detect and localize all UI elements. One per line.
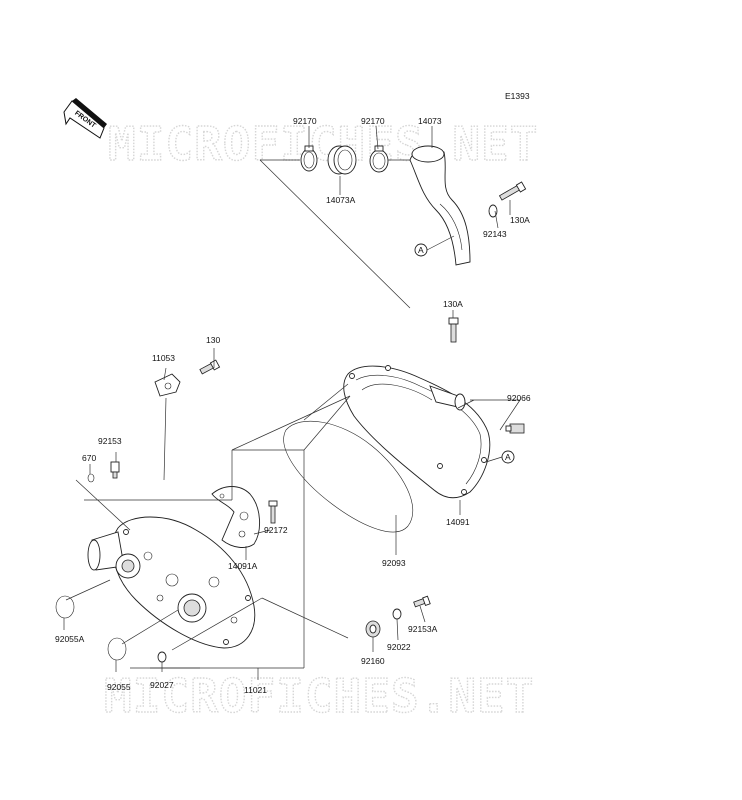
label-92022: 92022 — [387, 642, 411, 652]
label-92066: 92066 — [507, 393, 531, 403]
label-14073: 14073 — [418, 116, 442, 126]
gasket-92093 — [283, 420, 413, 533]
label-92170-right: 92170 — [361, 116, 385, 126]
watermark-top: MICROFICHES.NET — [108, 117, 538, 171]
label-92027: 92027 — [150, 680, 174, 690]
label-130a-top: 130A — [510, 215, 530, 225]
bolt-92172 — [268, 500, 278, 524]
bolt-130 — [199, 359, 221, 375]
label-14073a: 14073A — [326, 195, 356, 205]
label-14091a: 14091A — [228, 561, 258, 571]
label-92170-left: 92170 — [293, 116, 317, 126]
label-14091: 14091 — [446, 517, 470, 527]
plate-14091a — [211, 486, 260, 548]
label-11021: 11021 — [244, 685, 267, 695]
plug-92066 — [505, 423, 525, 434]
washer-92027 — [157, 651, 167, 663]
front-arrow-icon: FRONT — [63, 98, 107, 139]
duct-14073 — [409, 145, 471, 266]
bracket-11053 — [154, 373, 181, 397]
label-130: 130 — [206, 335, 220, 345]
bolt-92153a — [413, 595, 431, 608]
sleeve-14073a — [327, 145, 357, 175]
washer-92143 — [488, 204, 498, 218]
label-92055a: 92055A — [55, 634, 85, 644]
outer-cover-14091 — [343, 365, 491, 499]
oring-670 — [87, 473, 95, 483]
label-130a-mid: 130A — [443, 299, 463, 309]
label-92055: 92055 — [107, 682, 131, 692]
label-92153a: 92153A — [408, 624, 438, 634]
bolt-92153 — [110, 461, 120, 479]
label-670: 670 — [82, 453, 96, 463]
ref-marker-a-top: A — [414, 235, 455, 257]
oring-92055 — [107, 637, 127, 661]
bolt-130a-top — [498, 181, 527, 201]
intake-tube-92066 — [429, 385, 466, 411]
diagram-code: E1393 — [505, 91, 530, 101]
watermark-bottom: MICROFICHES.NET — [104, 669, 534, 723]
label-92143: 92143 — [483, 229, 507, 239]
svg-text:A: A — [418, 245, 424, 255]
washer-92022 — [392, 608, 402, 620]
oring-92055a — [55, 595, 75, 619]
inner-cover-11021 — [87, 516, 256, 649]
svg-text:A: A — [505, 452, 511, 462]
label-11053: 11053 — [152, 353, 175, 363]
clamp-92170-right — [369, 145, 389, 173]
ref-marker-a-right: A — [485, 450, 515, 464]
label-92093: 92093 — [382, 558, 406, 568]
label-92153: 92153 — [98, 436, 122, 446]
bolt-130a-mid — [448, 310, 459, 343]
label-92160: 92160 — [361, 656, 385, 666]
label-92172: 92172 — [264, 525, 288, 535]
nut-92160 — [365, 620, 381, 638]
